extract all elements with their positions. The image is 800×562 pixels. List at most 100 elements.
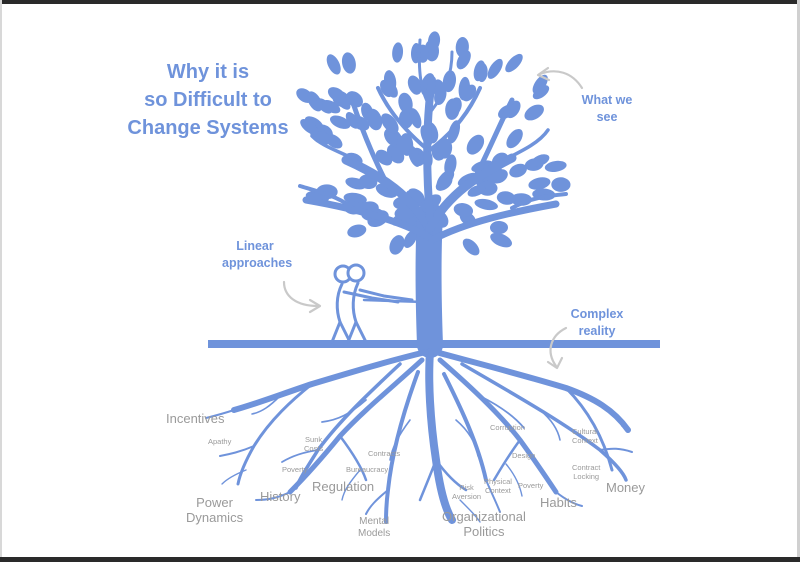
root-label-contracts: Contracts	[368, 449, 401, 458]
root-label-corruption: Corruption	[490, 423, 526, 432]
leaf	[528, 177, 551, 190]
title-line: Change Systems	[127, 117, 289, 139]
root-label-incentives: Incentives	[166, 411, 225, 426]
leaf	[453, 203, 474, 217]
root-label-regulation: Regulation	[312, 479, 375, 494]
leaf	[375, 149, 393, 166]
root-label-physical-context: Physical Context	[484, 477, 512, 495]
leaf	[456, 50, 471, 70]
root-label-design: Design	[512, 451, 536, 460]
leaf	[366, 108, 383, 131]
root-label-bureaucracy: Bureaucracy	[346, 465, 389, 474]
callout-line: Complex	[570, 307, 624, 321]
callout-what-we-see: What we see	[572, 92, 642, 126]
leaf	[524, 104, 544, 121]
leaf	[551, 177, 571, 192]
leaf	[462, 238, 480, 256]
label-line: Contract	[572, 463, 601, 472]
leaf	[509, 163, 527, 178]
leaf	[383, 80, 398, 98]
leaf	[467, 184, 486, 197]
leaf	[407, 75, 422, 95]
leaf	[505, 53, 523, 73]
callout-arrows	[282, 66, 584, 370]
leaf	[330, 115, 351, 129]
roots	[205, 348, 633, 524]
root-label-contract-locking: Contract Locking	[572, 463, 601, 481]
leaf	[438, 138, 453, 159]
leaf	[474, 198, 498, 211]
leaf	[466, 134, 485, 155]
leaf	[506, 128, 523, 149]
label-line: Risk	[459, 483, 474, 492]
leaf	[304, 116, 324, 131]
leaf	[300, 119, 319, 135]
root-label-power-dynamics: Power Dynamics	[186, 495, 243, 526]
bottom-window-edge	[0, 557, 800, 562]
label-line: Power	[196, 495, 233, 510]
root-label-habits: Habits	[540, 495, 577, 510]
label-line: Organizational	[442, 509, 526, 524]
leaf	[392, 42, 404, 63]
leaf	[496, 191, 516, 205]
label-line: Physical	[484, 477, 512, 486]
label-line: Models	[358, 527, 391, 539]
root-label-mental-models: Mental Models	[358, 516, 390, 539]
leaf	[487, 58, 503, 79]
title-line: Why it is	[166, 61, 250, 83]
root-label-sunk-costs: Sunk Costs	[304, 435, 324, 453]
leaf	[409, 108, 422, 129]
leaf	[347, 224, 367, 238]
leaf	[444, 154, 457, 176]
root-label-history: History	[260, 489, 301, 504]
leaf	[403, 230, 418, 248]
label-line: Context	[572, 435, 598, 445]
leaf	[345, 112, 360, 129]
root-label-organizational-politics: Organizational Politics	[442, 509, 526, 540]
leaf	[326, 54, 341, 75]
leaf	[490, 220, 508, 235]
leaf	[532, 85, 550, 100]
leaf	[407, 145, 421, 167]
left-window-edge	[0, 0, 2, 562]
leaf	[346, 91, 363, 108]
leaf	[531, 154, 550, 167]
callout-linear-approaches: Linear approaches	[222, 238, 292, 272]
top-window-edge	[0, 0, 800, 4]
ground-line	[208, 340, 660, 348]
root-label-poverty-left: Poverty	[282, 465, 308, 474]
right-window-edge	[797, 0, 800, 562]
leaf	[396, 135, 410, 155]
root-label-cultural-context: Cultural Context	[572, 427, 598, 445]
leaf	[477, 63, 488, 83]
root-label-money: Money	[606, 480, 646, 495]
leaf	[341, 52, 356, 74]
leaf	[445, 98, 460, 120]
leaf	[381, 113, 399, 134]
callout-line: see	[596, 110, 618, 124]
callout-complex-reality: Complex reality	[560, 306, 634, 340]
label-line: Locking	[573, 471, 600, 481]
root-label-risk-aversion: Risk Aversion	[452, 483, 481, 501]
callout-line: What we	[581, 93, 633, 107]
label-line: Context	[485, 485, 511, 495]
leaf	[427, 31, 441, 51]
root-label-apathy: Apathy	[208, 437, 232, 446]
label-line: Cultural	[572, 427, 598, 436]
callout-line: reality	[578, 324, 616, 338]
title-line: so Difficult to	[144, 89, 272, 111]
leaf	[398, 92, 413, 114]
people-pulling-rope	[330, 263, 426, 344]
leaf	[389, 235, 405, 255]
callout-line: Linear	[236, 239, 274, 253]
label-line: Costs	[304, 443, 324, 453]
diagram-title: Why it is so Difficult to Change Systems	[118, 58, 298, 142]
tree-branches	[298, 38, 568, 358]
leaf	[490, 232, 512, 248]
leaf	[532, 74, 548, 94]
label-line: Sunk	[305, 435, 323, 444]
leaf	[327, 87, 346, 103]
root-label-poverty-right: Poverty	[518, 481, 544, 490]
